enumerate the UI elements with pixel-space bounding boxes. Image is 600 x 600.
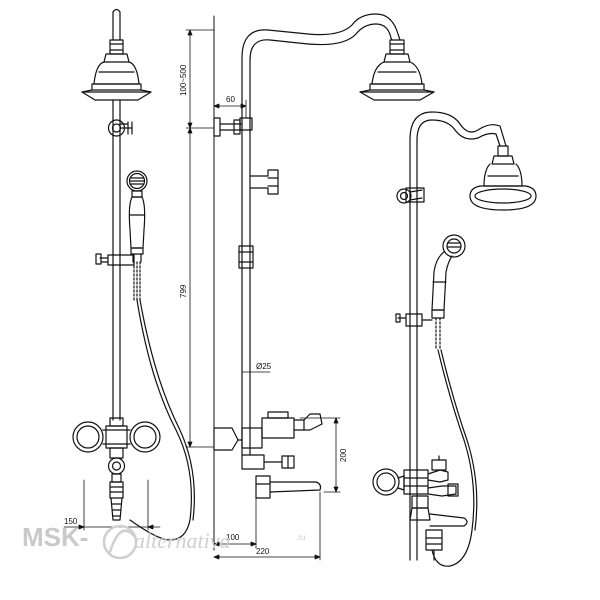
dim-60: 60	[226, 95, 235, 104]
front-riser	[112, 99, 121, 421]
side-mixer	[213, 411, 323, 499]
front-slider	[95, 253, 135, 266]
dim-100-500: 100~500	[179, 64, 188, 96]
dim-200: 200	[339, 448, 348, 462]
persp-hand-shower	[431, 234, 466, 351]
side-view	[185, 13, 435, 561]
side-slider	[238, 245, 254, 269]
front-hose	[129, 261, 195, 541]
watermark-script: alternativa	[134, 528, 231, 553]
watermark: MSK- alternativa .ru	[22, 522, 305, 560]
front-view	[63, 8, 195, 541]
front-wall-bracket	[107, 119, 133, 137]
dimension-labels: 100~500 60 799 Ø25 200 150 100 220	[64, 64, 348, 556]
persp-shower-head	[469, 155, 537, 211]
side-wall-bracket	[213, 117, 243, 137]
watermark-tld: .ru	[296, 533, 305, 542]
persp-riser-arm	[409, 111, 509, 561]
dim-799: 799	[179, 284, 188, 298]
perspective-view	[372, 111, 537, 567]
side-shower-head	[359, 53, 435, 101]
watermark-logo-mark	[102, 524, 138, 560]
dim-150: 150	[64, 517, 78, 526]
side-hand-holder	[249, 169, 279, 195]
watermark-brand: MSK-	[22, 522, 88, 552]
front-hand-shower	[126, 170, 148, 263]
persp-wall-bracket	[396, 187, 425, 204]
side-dim-lines	[185, 29, 341, 561]
dim-100: 100	[226, 533, 240, 542]
dim-220: 220	[256, 547, 270, 556]
front-shower-head	[81, 53, 152, 101]
persp-mixer	[372, 455, 468, 561]
front-mixer	[72, 417, 161, 521]
persp-hose	[431, 349, 478, 567]
side-riser-arm	[239, 13, 405, 456]
persp-slider	[395, 313, 433, 327]
dim-25: Ø25	[256, 362, 272, 371]
front-top-pipe	[109, 8, 124, 55]
